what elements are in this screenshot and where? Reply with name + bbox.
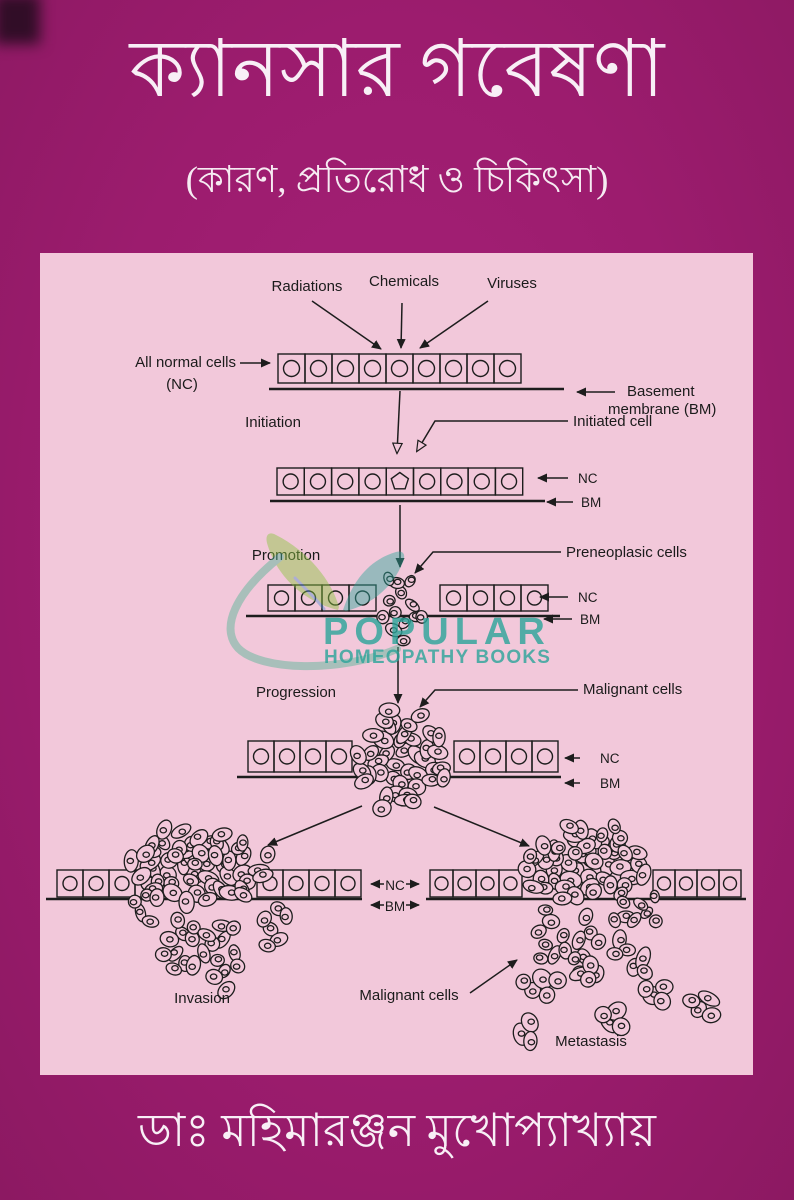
label-malignant-bottom: Malignant cells [359,987,458,1004]
metastasis-cluster [594,1001,631,1037]
invasion-tumor-left [256,901,293,953]
invasion-tumor-left [127,888,165,928]
label-nc-paren: (NC) [166,376,198,393]
label-viruses: Viruses [487,275,537,292]
invasion-branch-arrow-left [267,805,363,846]
label-promotion: Promotion [252,547,320,564]
label-bm-row4: BM [600,776,620,791]
invasion-tumor-right [550,818,633,870]
invasion-branch-arrow-right [433,806,530,847]
normal-cell-rows [56,353,742,898]
label-chemicals: Chemicals [369,273,439,290]
label-nc-row2: NC [578,471,598,486]
label-bm-row2: BM [581,495,601,510]
invasion-tumor-left [154,911,202,976]
initiated-cell-leader [417,420,568,451]
preneoplasic-leader [414,551,561,574]
metastasis-cluster [568,955,600,988]
book-subtitle: (কারণ, প্রতিরোধ ও চিকিৎসা) [185,160,609,201]
invasion-tumor-left [197,919,246,1000]
cell-row [276,467,524,496]
chemicals-arrow [396,302,406,349]
diagram-panel: Radiations Chemicals Viruses All normal … [40,253,753,1075]
cell-row [277,353,522,384]
metastasis-cluster [512,1012,539,1052]
carcinogenesis-diagram: Radiations Chemicals Viruses All normal … [46,273,746,1052]
malignant-cells-arrow [469,959,518,994]
basement-membrane-lines [46,387,746,901]
label-bm-bottom: BM [385,899,405,914]
label-all-normal-cells: All normal cells [135,354,236,371]
label-nc-row4: NC [600,751,620,766]
label-preneoplasic: Preneoplasic cells [566,544,687,561]
book-author: ডাঃ মহিমারঞ্জন মুখোপ্যাখ্যায় [138,1105,656,1156]
metastasis-cluster [637,979,674,1011]
label-malignant-mid: Malignant cells [583,681,682,698]
book-title: ক্যানসার গবেষণা [129,26,665,114]
tumor-cell-clusters [123,571,722,1052]
invasion-tumor-right [530,904,573,965]
label-metastasis: Metastasis [555,1033,627,1050]
label-basement-1: Basement [627,383,695,400]
malignant-cluster [349,702,451,818]
label-initiated-cell: Initiated cell [573,413,652,430]
invasion-tumor-right [606,895,642,961]
cell-row [652,869,742,898]
malignant-leader [419,689,578,708]
radiations-arrow [311,300,382,350]
metastasis-cluster [515,968,567,1004]
label-initiation: Initiation [245,414,301,431]
diagram-annotations: Radiations Chemicals Viruses All normal … [135,273,716,1050]
scan-shadow-corner [0,0,40,44]
metastasis-cluster [682,990,722,1024]
metastasis-cluster [626,946,653,981]
preneoplasic-cluster [376,571,429,647]
cell-row [429,869,523,898]
label-bm-row3: BM [580,612,600,627]
initiation-arrow [397,390,400,453]
label-nc-bottom: NC [385,878,405,893]
cell-row [453,740,559,773]
label-radiations: Radiations [272,278,343,295]
label-progression: Progression [256,684,336,701]
invasion-tumor-left [135,819,249,871]
cell-row [267,584,377,612]
cell-row [439,584,549,612]
viruses-arrow [419,300,489,349]
cell-row [247,740,353,773]
label-basement-2: membrane (BM) [608,401,716,418]
label-invasion: Invasion [174,990,230,1007]
label-nc-row3: NC [578,590,598,605]
invasion-tumor-right [633,889,663,929]
